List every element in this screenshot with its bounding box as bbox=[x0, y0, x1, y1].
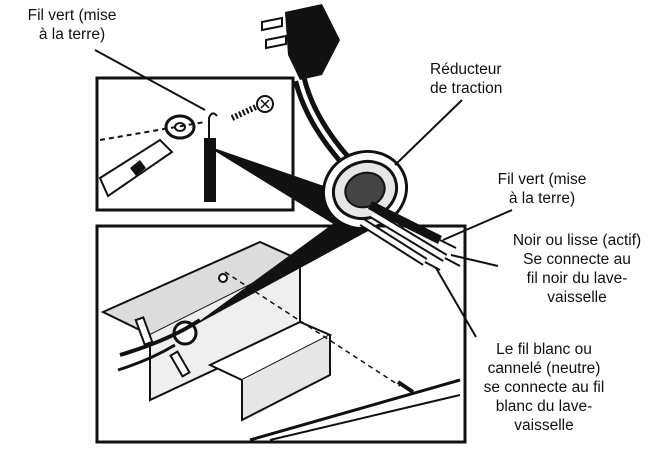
label-line: à la terre) bbox=[508, 190, 576, 207]
leader-lines bbox=[94, 49, 513, 338]
label-line: vaisselle bbox=[514, 417, 574, 434]
label-line: cannelé (neutre) bbox=[487, 360, 601, 377]
label-line: fil noir du lave- bbox=[526, 270, 628, 287]
junction-box-area bbox=[95, 224, 467, 444]
label-line: à la terre) bbox=[38, 26, 106, 43]
label-ground-wire: Fil vert (mise à la terre) bbox=[486, 170, 598, 208]
label-black-wire: Noir ou lisse (actif) Se connecte au fil… bbox=[493, 231, 661, 307]
exiting-wires bbox=[359, 200, 461, 271]
label-line: vaisselle bbox=[547, 289, 607, 306]
ground-detail-inset bbox=[95, 76, 295, 212]
strain-relief bbox=[321, 150, 409, 230]
zoom-cone-lower bbox=[190, 215, 370, 328]
zoom-cone-upper bbox=[205, 145, 350, 225]
label-line: de traction bbox=[430, 80, 503, 97]
label-line: blanc du lave- bbox=[495, 398, 593, 415]
label-line: Se connecte au bbox=[523, 251, 631, 268]
label-line: Noir ou lisse (actif) bbox=[512, 232, 642, 249]
label-line: Réducteur bbox=[430, 61, 502, 78]
label-line: se connecte au fil bbox=[483, 379, 605, 396]
label-line: Fil vert (mise bbox=[27, 7, 117, 24]
label-line: Fil vert (mise bbox=[497, 171, 587, 188]
label-strain-relief: Réducteur de traction bbox=[430, 60, 502, 98]
label-white-wire: Le fil blanc ou cannelé (neutre) se conn… bbox=[462, 340, 626, 435]
label-line: Le fil blanc ou bbox=[496, 341, 592, 358]
power-plug bbox=[261, 4, 351, 165]
label-ground-wire-inset: Fil vert (mise à la terre) bbox=[6, 6, 138, 44]
